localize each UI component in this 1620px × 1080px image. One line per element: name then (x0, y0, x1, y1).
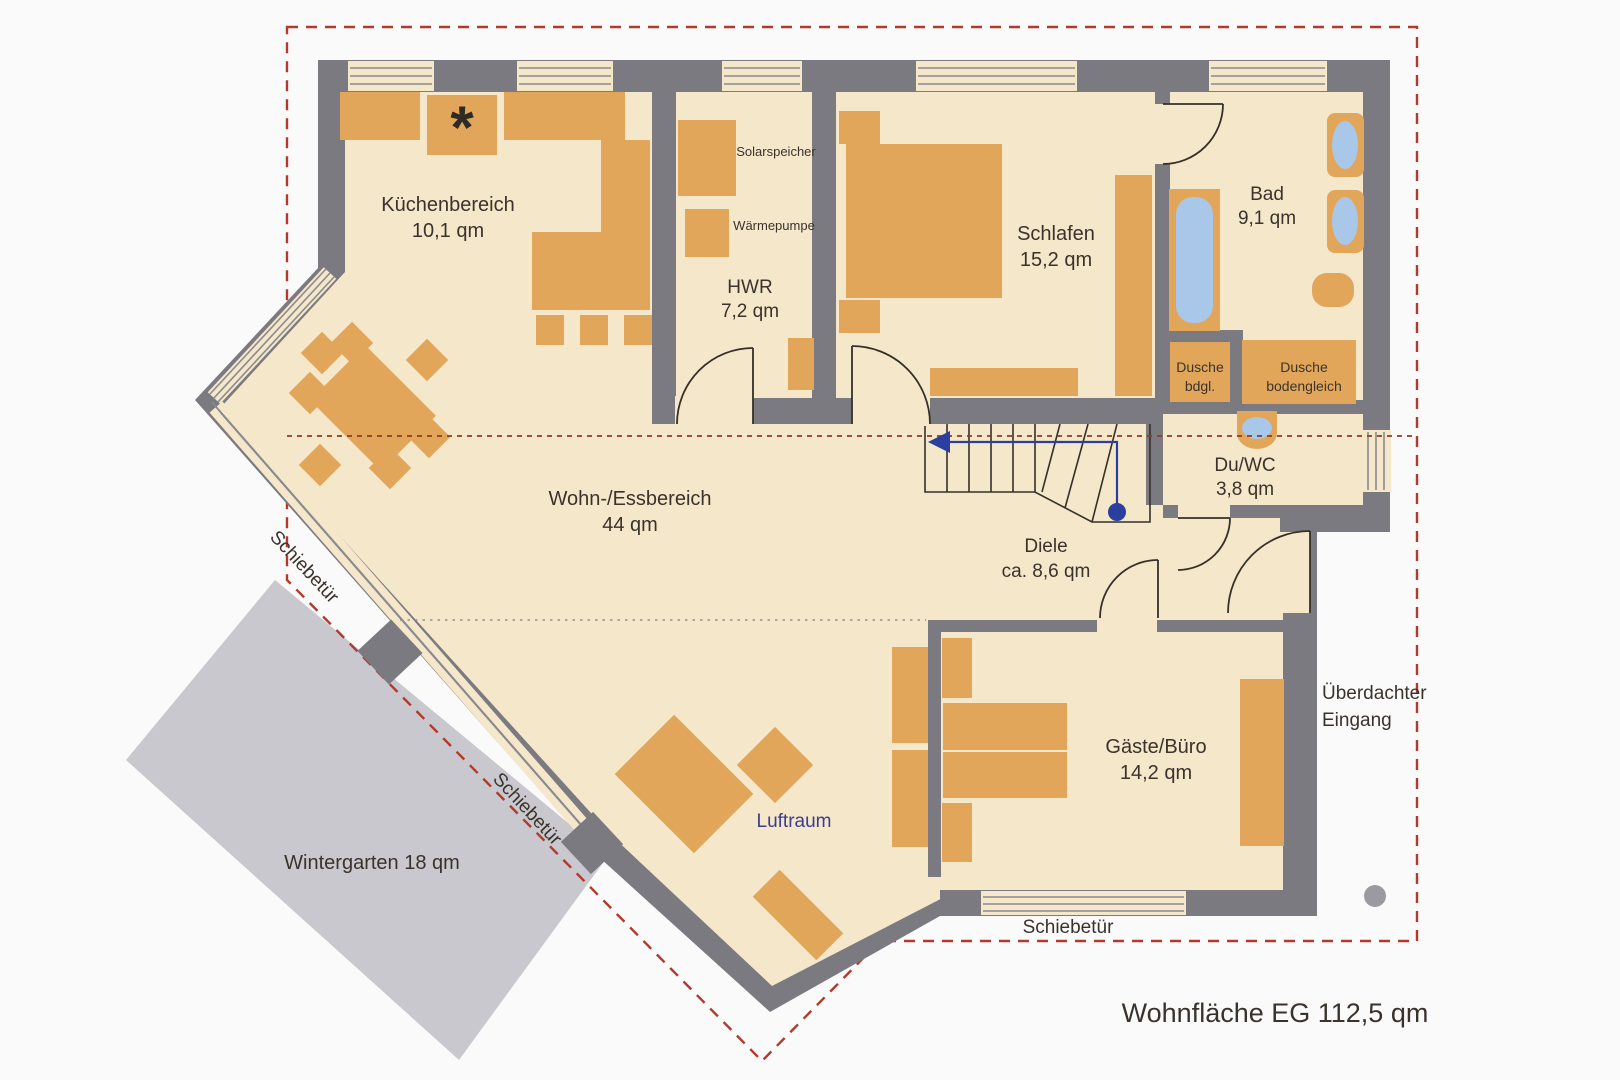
stair-direction-arrow (928, 431, 1126, 521)
wall-pier (357, 619, 423, 685)
interior-walls (652, 92, 1390, 916)
chair (407, 415, 451, 459)
dining-table-set (288, 321, 451, 490)
page-title: Wohnfläche EG 112,5 qm (1122, 998, 1429, 1028)
label-bad: Bad (1250, 184, 1284, 205)
kitchen-counters (340, 92, 652, 345)
label-diele: Diele (1024, 536, 1067, 557)
door-bad (1153, 103, 1224, 165)
label-schlafen-area: 15,2 qm (1020, 249, 1092, 271)
label-gaeste-area: 14,2 qm (1120, 762, 1192, 784)
interior-floor (222, 92, 1363, 986)
headboard-shelf (942, 638, 972, 698)
duwc-washbasin-icon (1242, 417, 1272, 439)
sofa-element (736, 726, 814, 804)
label-bad-area: 9,1 qm (1238, 208, 1296, 229)
label-eingang-1: Überdachter (1322, 683, 1427, 704)
window (517, 61, 613, 91)
window (1362, 430, 1391, 492)
chair (288, 371, 332, 415)
label-dusche-boden-2: bodengleich (1266, 378, 1342, 394)
guest-bed (943, 752, 1067, 798)
headboard-shelf (942, 803, 972, 862)
guestroom-furniture (942, 638, 1284, 862)
nightstand (839, 300, 880, 333)
livingroom-furniture (614, 647, 928, 961)
windows (348, 61, 1391, 915)
chair (368, 446, 412, 490)
label-duwc: Du/WC (1214, 455, 1275, 476)
washbasin-icon (1332, 121, 1358, 169)
labels: Küchenbereich 10,1 qm * Solarspeicher Wä… (265, 94, 1428, 1028)
label-wohnen-area: 44 qm (602, 514, 658, 536)
chair (405, 338, 449, 382)
guest-bed (943, 703, 1067, 750)
label-kueche-area: 10,1 qm (412, 220, 484, 242)
door-duwc (1177, 503, 1231, 571)
waermepumpe-unit (685, 209, 729, 257)
window (1209, 61, 1327, 91)
label-dusche-bdgl-1: Dusche (1176, 359, 1224, 375)
label-duwc-area: 3,8 qm (1216, 479, 1274, 500)
bathroom-fixtures (1169, 113, 1364, 449)
double-bed (846, 144, 1002, 298)
window (916, 61, 1077, 91)
wardrobe (1115, 175, 1152, 396)
label-diele-area: ca. 8,6 qm (1002, 561, 1091, 582)
label-eingang-2: Eingang (1322, 710, 1392, 731)
hwr-equipment (678, 120, 814, 390)
bathtub-icon (1176, 197, 1213, 323)
cupboard (892, 647, 928, 743)
label-hwr: HWR (727, 277, 772, 298)
chair (330, 321, 374, 365)
sideboard (930, 368, 1078, 396)
desk (1240, 679, 1284, 846)
nightstand (839, 111, 880, 144)
label-dusche-bdgl-2: bdgl. (1185, 378, 1215, 394)
bedroom-furniture (839, 111, 1152, 396)
door-hwr (675, 347, 754, 426)
label-waermepumpe: Wärmepumpe (733, 218, 815, 233)
wall-pier (560, 811, 624, 875)
label-dusche-boden-1: Dusche (1280, 359, 1328, 375)
label-schiebetuer-bottom: Schiebetür (1023, 917, 1115, 938)
label-hwr-area: 7,2 qm (721, 301, 779, 322)
washbasin-icon (1332, 197, 1358, 245)
window (722, 61, 802, 91)
chair (298, 443, 342, 487)
doors (675, 103, 1311, 634)
wintergarten-area (126, 580, 608, 1060)
solarspeicher-unit (678, 120, 736, 196)
shower-floor-bodengleich (1242, 340, 1356, 404)
roof-overhang-boundary-line (285, 25, 1419, 1063)
cupboard (892, 750, 928, 847)
shower-floor-bdgl (1170, 342, 1230, 402)
label-gaeste: Gäste/Büro (1105, 736, 1206, 758)
label-kueche: Küchenbereich (381, 194, 514, 216)
bar-stool (536, 315, 564, 345)
hwr-appliance (788, 338, 814, 390)
glazed-walls (207, 267, 624, 875)
sliding-door-window (981, 891, 1186, 915)
door-gaeste (1097, 559, 1159, 634)
label-solarspeicher: Solarspeicher (736, 144, 816, 159)
stove-marker: * (450, 94, 474, 161)
label-luftraum: Luftraum (757, 811, 832, 832)
bar-stool (624, 315, 652, 345)
label-wohnen: Wohn-/Essbereich (548, 488, 711, 510)
lowboard (752, 869, 844, 961)
wc-icon (1312, 273, 1354, 307)
door-schlafen (851, 345, 931, 426)
sofa (614, 714, 754, 854)
entrance-pillar (1364, 885, 1386, 907)
label-wintergarten: Wintergarten 18 qm (284, 852, 460, 874)
dining-table (310, 345, 436, 471)
door-entrance (1227, 530, 1311, 614)
label-schlafen: Schlafen (1017, 223, 1095, 245)
kitchen-appliance-block (427, 95, 497, 155)
window (348, 61, 434, 91)
bar-stool (580, 315, 608, 345)
